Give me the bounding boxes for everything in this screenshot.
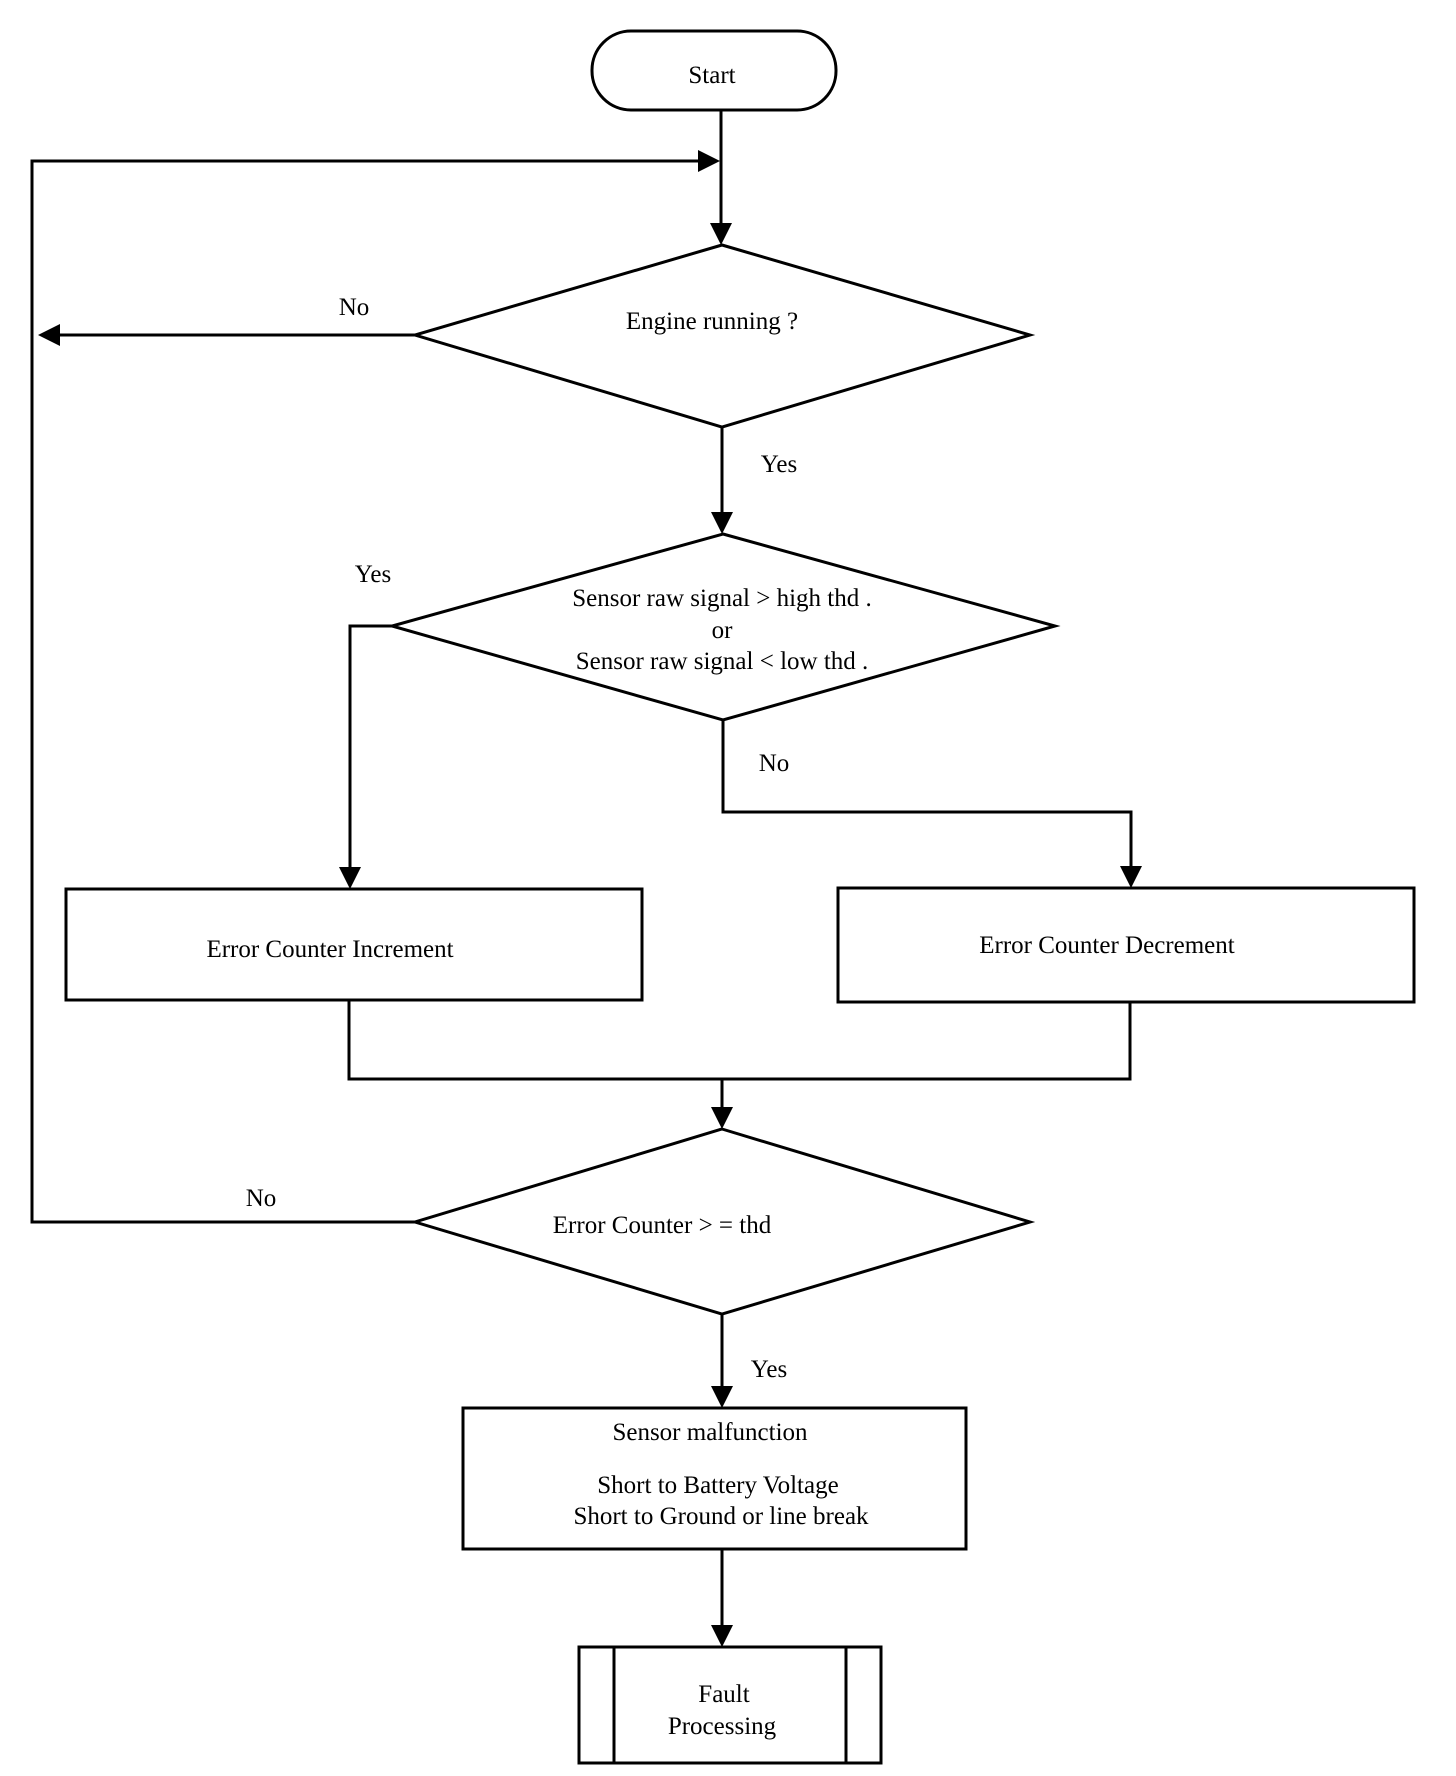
counter-check-label: Error Counter > = thd bbox=[553, 1212, 772, 1239]
arrowhead bbox=[711, 512, 733, 534]
counter-no-label: No bbox=[246, 1185, 277, 1212]
arrowhead bbox=[38, 324, 60, 346]
sensor-check-line3: Sensor raw signal < low thd . bbox=[576, 648, 869, 675]
fault-line1: Fault bbox=[698, 1681, 749, 1708]
arrowhead bbox=[698, 150, 720, 172]
arrowhead bbox=[710, 223, 732, 245]
engine-running-label: Engine running ? bbox=[626, 308, 798, 335]
connector-sensor-yes bbox=[348, 624, 392, 867]
counter-yes-label: Yes bbox=[751, 1356, 787, 1383]
loop-back-connector bbox=[30, 159, 698, 1224]
fault-line2: Processing bbox=[668, 1713, 777, 1740]
malfunction-title: Sensor malfunction bbox=[612, 1419, 808, 1446]
predefined-process-fault bbox=[577, 1645, 883, 1765]
engine-no-label: No bbox=[339, 294, 370, 321]
decrement-label: Error Counter Decrement bbox=[979, 932, 1234, 959]
sensor-check-line1: Sensor raw signal > high thd . bbox=[572, 585, 872, 612]
arrowhead bbox=[711, 1625, 733, 1647]
arrowhead bbox=[711, 1107, 733, 1129]
sensor-yes-label: Yes bbox=[355, 561, 391, 588]
sensor-check-line2: or bbox=[712, 617, 734, 644]
start-label: Start bbox=[688, 62, 735, 89]
decision-engine-running bbox=[409, 243, 1036, 429]
malfunction-line3: Short to Ground or line break bbox=[573, 1503, 869, 1530]
sensor-no-label: No bbox=[759, 750, 790, 777]
process-error-counter-decrement bbox=[836, 886, 1416, 1004]
process-error-counter-increment bbox=[64, 887, 644, 1002]
arrowhead bbox=[711, 1386, 733, 1408]
increment-label: Error Counter Increment bbox=[206, 936, 453, 963]
engine-yes-label: Yes bbox=[761, 451, 797, 478]
connector-merge bbox=[347, 1000, 1132, 1081]
process-sensor-malfunction bbox=[461, 1406, 968, 1551]
start-node bbox=[590, 29, 838, 112]
malfunction-line2: Short to Battery Voltage bbox=[597, 1472, 838, 1499]
connector-sensor-no bbox=[721, 720, 1133, 866]
arrowhead bbox=[1120, 866, 1142, 888]
arrowhead bbox=[339, 867, 361, 889]
